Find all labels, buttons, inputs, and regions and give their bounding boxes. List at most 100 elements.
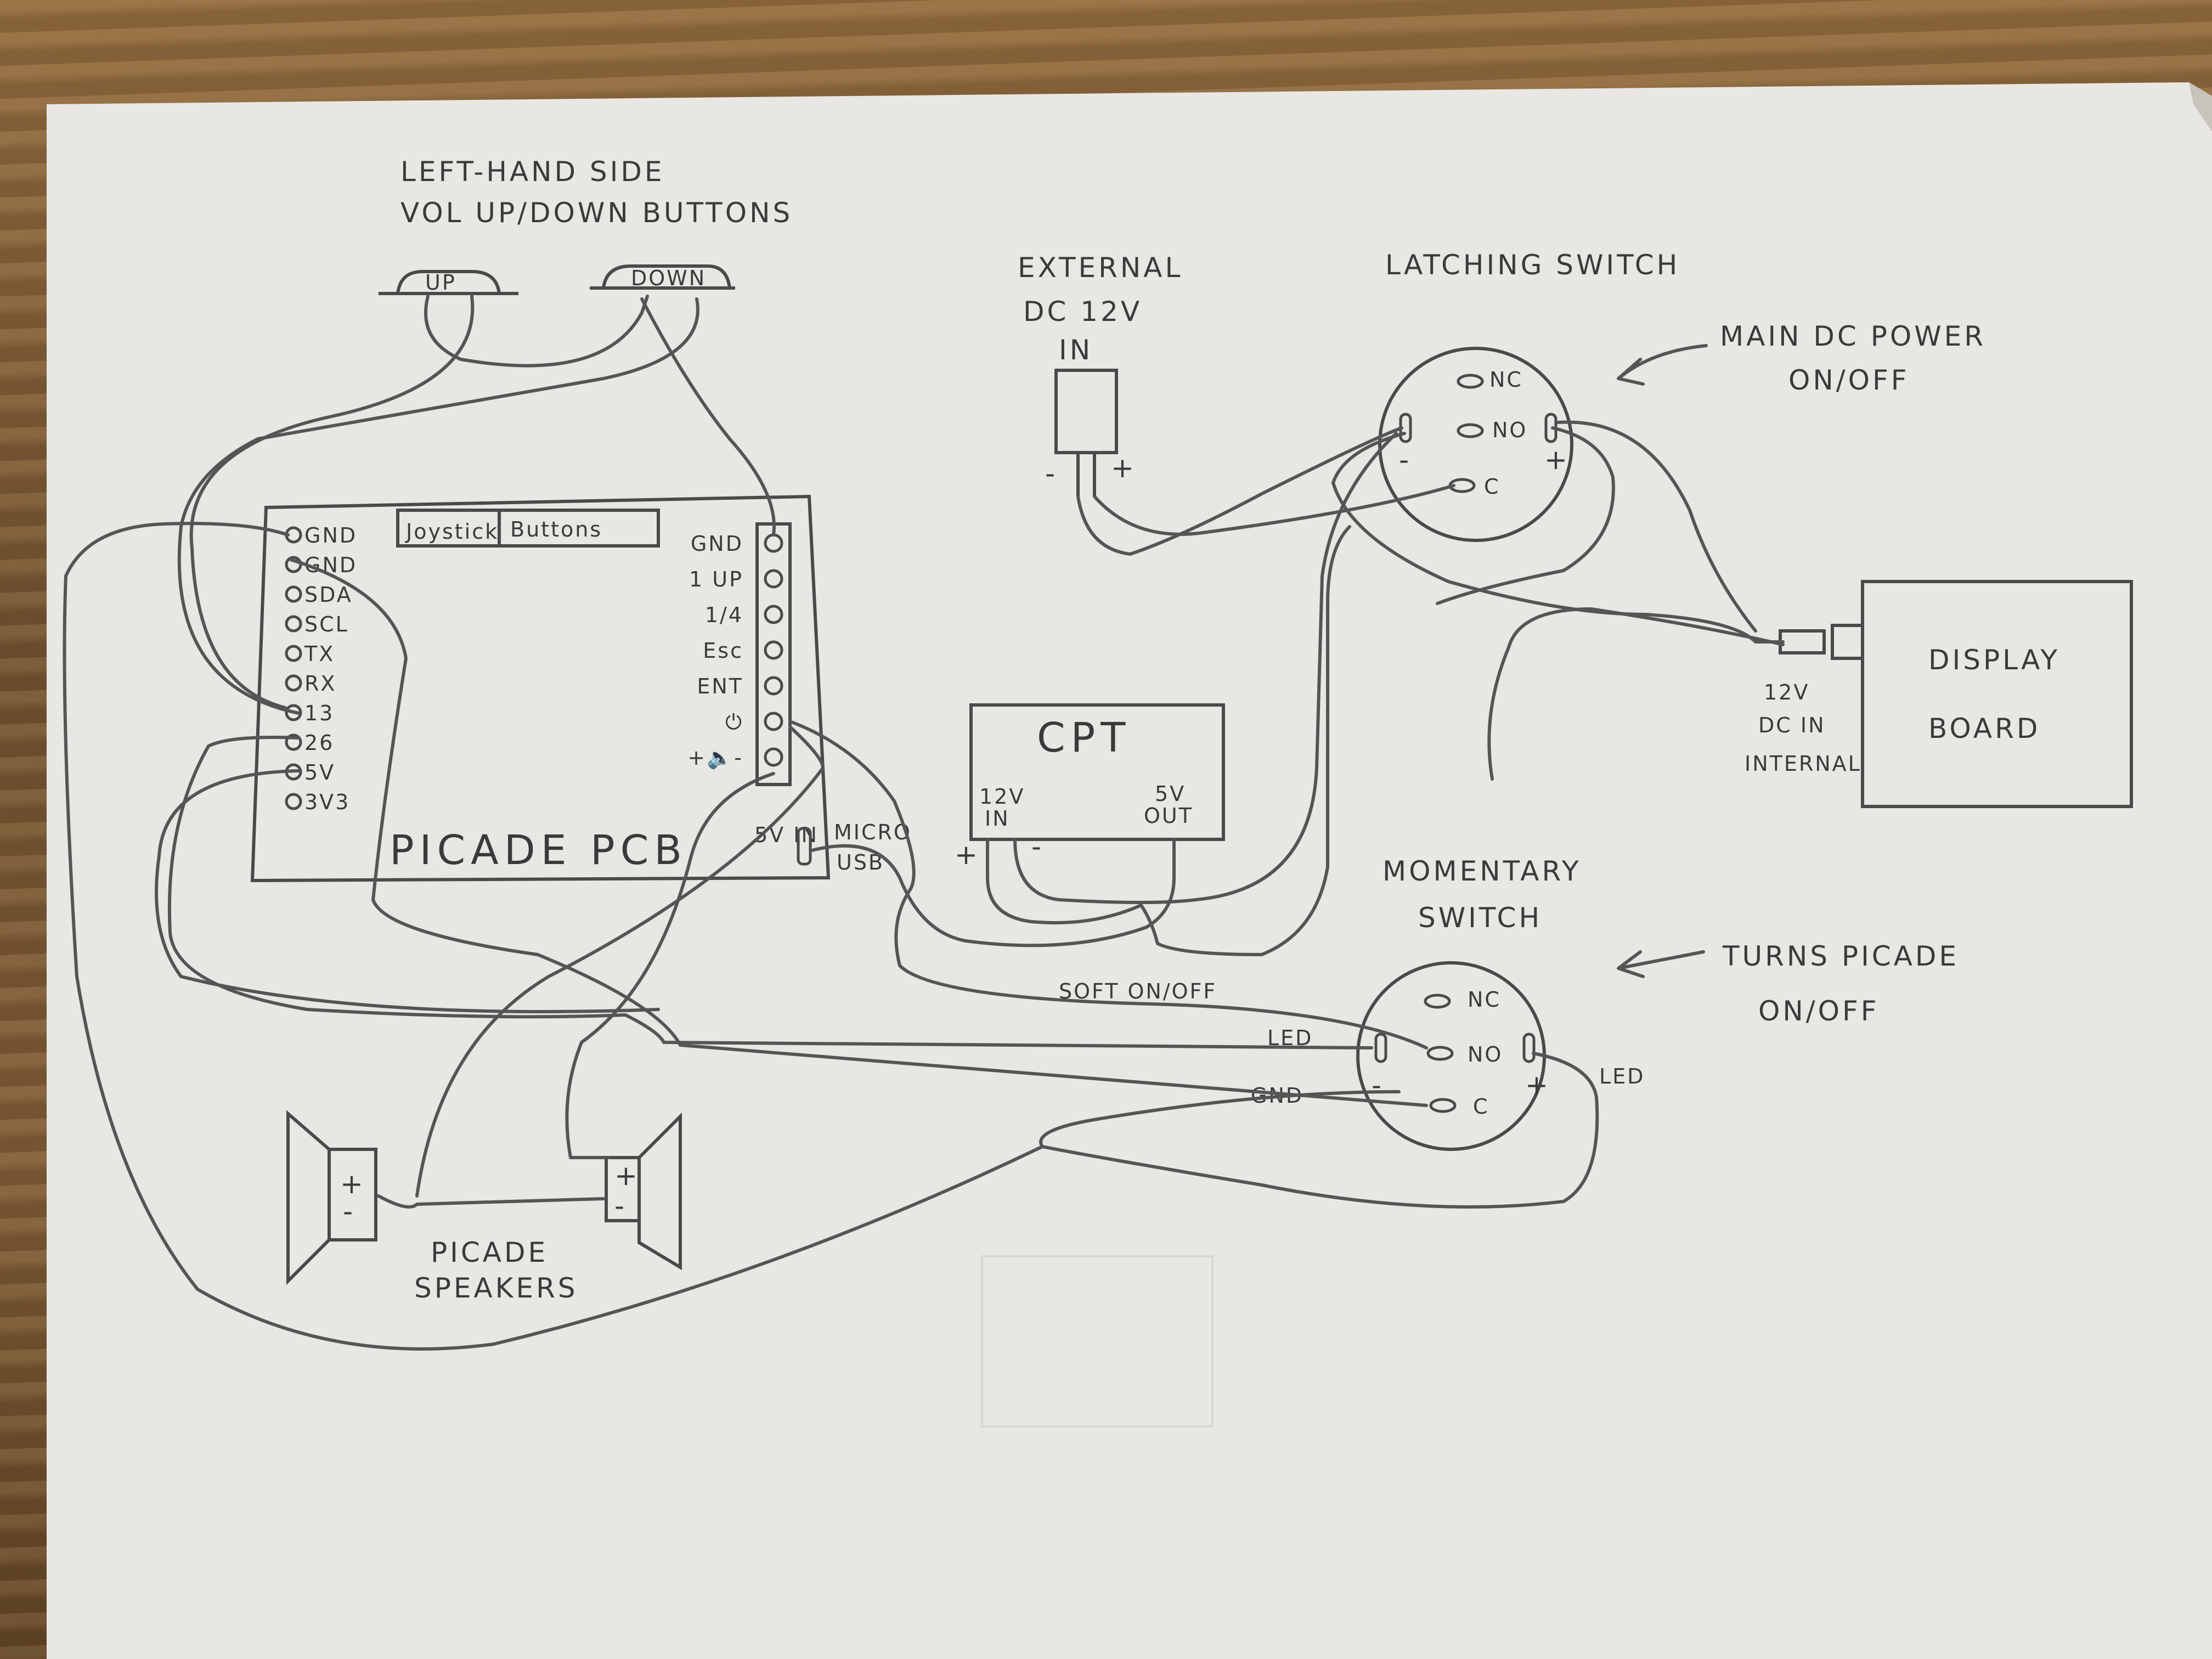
wire-usb-to-cpt — [810, 838, 1176, 947]
picade-left-pin-label: 26 — [304, 731, 334, 755]
picade-right-pin-label: ENT — [697, 674, 743, 698]
latching-note-line2: ON/OFF — [1788, 364, 1909, 396]
picade-pcb-title: PICADE PCB — [390, 827, 687, 874]
picade-left-pin-hole — [285, 733, 302, 751]
speakers-line1: PICADE — [431, 1237, 548, 1268]
picade-left-pin-label: RX — [304, 672, 336, 696]
latching-nc-label: NC — [1489, 368, 1523, 392]
momentary-led-plus-pin — [1522, 1032, 1536, 1063]
dc-jack-body — [1054, 369, 1118, 454]
picade-right-pin-hole — [764, 605, 783, 624]
cpt-out-line1: 5V — [1155, 782, 1186, 806]
momentary-switch: MOMENTARY SWITCH TURNS PICADE ON/OFF NC … — [1059, 855, 1959, 1151]
wire-dc-minus — [1076, 426, 1403, 556]
external-dc-jack: EXTERNAL DC 12V IN - + — [1018, 252, 1183, 496]
picade-right-pin-label: GND — [691, 532, 743, 556]
latching-plus: + — [1544, 444, 1570, 476]
wire-display-to-momentary — [1487, 607, 1785, 781]
momentary-note-line2: ON/OFF — [1758, 995, 1879, 1027]
picade-left-pin-label: 3V3 — [304, 790, 350, 814]
wire-latch-to-display — [1556, 420, 1757, 633]
right-speaker-plus: + — [614, 1160, 640, 1192]
picade-power-in: 5V IN — [754, 823, 819, 847]
left-speaker-plus: + — [340, 1168, 366, 1200]
display-connector-socket — [1831, 624, 1864, 660]
vol-buttons-heading-line2: VOL UP/DOWN BUTTONS — [400, 197, 793, 229]
display-board: DISPLAY BOARD 12V DC IN INTERNAL — [1745, 580, 2133, 808]
picade-header-box — [396, 509, 660, 548]
latching-switch-body — [1378, 347, 1573, 542]
wire-momentary-led-plus — [1039, 1052, 1599, 1209]
picade-left-pin-label: SDA — [304, 583, 353, 607]
picade-pcb: PICADE PCB Joystick Buttons GNDGNDSDASCL… — [250, 494, 910, 883]
dc-in-line1: EXTERNAL — [1018, 252, 1183, 284]
left-speaker — [286, 1110, 377, 1285]
picade-right-pin-label: +🔈- — [687, 746, 743, 770]
right-speaker-minus: - — [614, 1190, 627, 1222]
picade-left-pin-hole — [285, 585, 302, 603]
wire-latch-minus-loop — [1331, 432, 1785, 644]
picade-right-pin-label: ⏻ — [725, 710, 743, 734]
wire-speaker-minus — [377, 1194, 605, 1209]
wire-label-soft: SOFT ON/OFF — [1059, 979, 1217, 1003]
vol-down-button — [590, 264, 735, 290]
vol-up-button — [379, 270, 518, 295]
picade-left-pin-hole — [285, 645, 302, 662]
vol-buttons-heading-line1: LEFT-HAND SIDE — [400, 156, 665, 188]
picade-right-pin-hole — [764, 747, 783, 767]
momentary-no-pin — [1426, 1046, 1454, 1061]
latching-switch-title: LATCHING SWITCH — [1385, 249, 1680, 281]
latching-nc-pin — [1457, 374, 1484, 389]
picade-right-pin-hole — [764, 569, 783, 589]
vol-buttons-group: LEFT-HAND SIDE VOL UP/DOWN BUTTONS UP DO… — [379, 156, 793, 295]
picade-left-pin-hole — [285, 615, 302, 633]
momentary-nc-pin — [1424, 994, 1451, 1009]
picade-right-pin-label: Esc — [703, 639, 743, 663]
momentary-c-label: C — [1473, 1094, 1489, 1119]
picade-right-pin-label: 1/4 — [705, 603, 743, 627]
momentary-no-label: NO — [1468, 1042, 1503, 1066]
cpt-minus: - — [1031, 831, 1044, 862]
arrow-icon — [1617, 344, 1708, 386]
momentary-title-line1: MOMENTARY — [1383, 855, 1582, 887]
momentary-note-line1: TURNS PICADE — [1722, 940, 1959, 972]
dc-jack-pins — [1076, 453, 1096, 496]
wire-gnd-loop — [63, 522, 1044, 1351]
display-input-line1: 12V — [1764, 680, 1809, 704]
latching-switch: LATCHING SWITCH MAIN DC POWER ON/OFF NC … — [1378, 249, 1983, 542]
momentary-title-line2: SWITCH — [1418, 902, 1542, 934]
picade-left-pin-hole — [285, 674, 302, 692]
picade-right-pin-hole — [764, 712, 783, 731]
picade-left-pin-label: 13 — [304, 701, 334, 725]
picade-right-pin-hole — [764, 676, 783, 696]
momentary-minus: - — [1372, 1069, 1384, 1101]
display-board-label-line2: BOARD — [1928, 713, 2040, 744]
display-board-label-line1: DISPLAY — [1928, 644, 2060, 676]
picade-header-buttons: Buttons — [510, 517, 602, 541]
momentary-led-minus-pin — [1374, 1032, 1387, 1063]
cpt-title: CPT — [1037, 714, 1131, 761]
vol-up-label: UP — [425, 270, 456, 295]
picade-left-pin-hole — [285, 704, 302, 721]
wire-up-to-gnd — [189, 295, 475, 709]
wire-up-button — [424, 295, 649, 368]
momentary-plus: + — [1525, 1069, 1551, 1101]
picade-left-pin-hole — [285, 793, 302, 810]
display-input-line3: INTERNAL — [1745, 752, 1861, 776]
picade-header-joystick: Joystick — [405, 520, 499, 544]
picade-right-pin-label: 1 UP — [689, 567, 743, 591]
vol-down-label: DOWN — [631, 266, 706, 290]
left-speaker-minus: - — [343, 1195, 356, 1227]
picade-speakers: + - + - PICADE SPEAKERS — [286, 1110, 682, 1304]
wire-gnd2-to-momentary-c — [289, 558, 1428, 1107]
picade-pcb-outline — [250, 494, 831, 883]
display-input-line2: DC IN — [1758, 713, 1826, 737]
latching-minus: - — [1399, 444, 1412, 476]
wire-5v — [155, 769, 660, 1013]
dc-in-line2: DC 12V — [1023, 296, 1142, 328]
momentary-nc-label: NC — [1468, 988, 1501, 1012]
paper-shadow-edge — [2189, 82, 2212, 132]
picade-left-pin-label: GND — [304, 523, 357, 548]
